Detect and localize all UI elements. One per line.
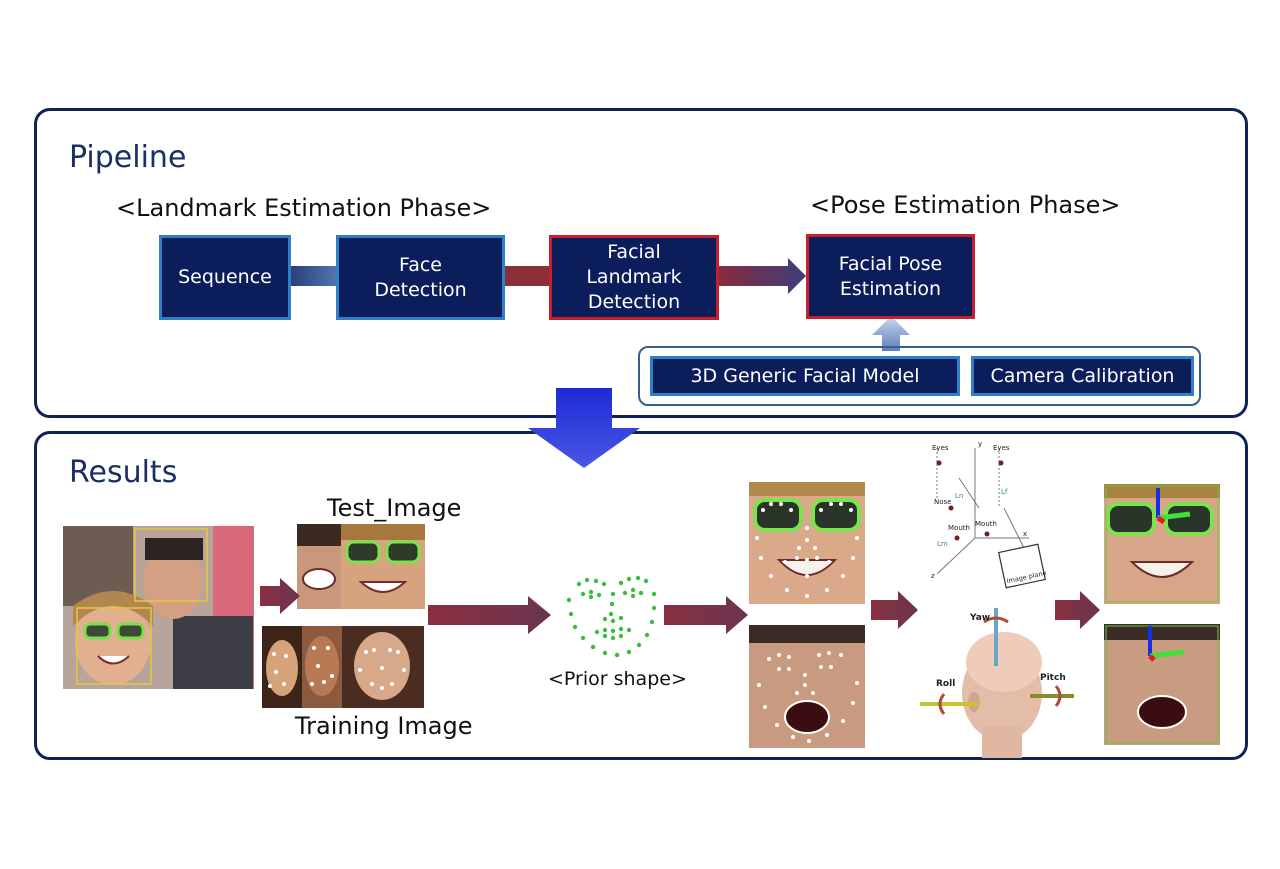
roll-label: Roll xyxy=(936,679,955,689)
axes-label-eyes-2: Eyes xyxy=(993,444,1010,452)
input-3d-model: 3D Generic Facial Model xyxy=(650,356,960,396)
arrow-model-to-output xyxy=(1055,591,1100,629)
head-rotation-figure: Yaw Roll Pitch xyxy=(920,608,1074,758)
step-pose-estimation-label: Facial Pose Estimation xyxy=(838,252,943,300)
pipeline-connectors xyxy=(290,258,910,351)
fitted-face-2 xyxy=(749,625,865,748)
arrow-test-to-prior xyxy=(428,596,551,634)
axes-label-mouth-2: Mouth xyxy=(975,520,997,528)
arrow-photo-to-test xyxy=(260,578,300,614)
input-camera-calibration-label: Camera Calibration xyxy=(990,364,1175,387)
connector-face-landmark xyxy=(504,266,551,286)
axes-label-ln: Ln xyxy=(955,492,963,500)
axes-diagram: Eyes Eyes Nose Mouth Mouth y x z Lm Lf L… xyxy=(931,440,1047,589)
axes-label-y: y xyxy=(978,440,982,448)
training-image-label: Training Image xyxy=(295,712,473,740)
axes-label-x: x xyxy=(1023,530,1027,538)
test-image-1 xyxy=(297,524,341,609)
step-sequence-label: Sequence xyxy=(178,266,272,288)
results-title: Results xyxy=(69,455,178,490)
pipeline-title: Pipeline xyxy=(69,140,187,175)
prior-shape-label: <Prior shape> xyxy=(548,668,687,690)
inputs-group xyxy=(638,346,1201,406)
step-pose-estimation: Facial Pose Estimation xyxy=(806,234,975,319)
arrow-up-inputs xyxy=(872,316,910,351)
output-pose-1 xyxy=(1104,484,1220,604)
training-images xyxy=(262,626,424,708)
arrow-landmark-pose xyxy=(718,258,806,294)
group-photo xyxy=(63,526,254,689)
axes-label-nose: Nose xyxy=(934,498,951,506)
axes-label-z: z xyxy=(931,572,935,580)
arrow-prior-to-fitted xyxy=(664,596,748,634)
pose-phase-label: <Pose Estimation Phase> xyxy=(810,191,1121,219)
landmark-phase-label: <Landmark Estimation Phase> xyxy=(116,194,492,222)
step-landmark-detection-label: Facial Landmark Detection xyxy=(586,241,682,313)
arrow-fitted-to-model xyxy=(871,591,918,629)
yaw-label: Yaw xyxy=(969,613,990,623)
fitted-face-1 xyxy=(749,482,865,604)
test-image-2 xyxy=(341,524,425,609)
step-landmark-detection: Facial Landmark Detection xyxy=(549,235,719,320)
input-3d-model-label: 3D Generic Facial Model xyxy=(690,364,920,387)
input-camera-calibration: Camera Calibration xyxy=(971,356,1194,396)
connector-sequence-face xyxy=(290,266,338,286)
output-pose-2 xyxy=(1104,624,1220,745)
axes-label-lf: Lf xyxy=(1001,488,1008,496)
axes-label-mouth-1: Mouth xyxy=(948,524,970,532)
step-face-detection-label: Face Detection xyxy=(374,253,467,301)
axes-label-lm: Lm xyxy=(937,540,948,548)
axes-label-eyes-1: Eyes xyxy=(932,444,949,452)
prior-shape xyxy=(566,575,657,658)
test-image-label: Test_Image xyxy=(327,494,462,522)
step-sequence: Sequence xyxy=(159,235,291,320)
pitch-label: Pitch xyxy=(1040,673,1066,683)
step-face-detection: Face Detection xyxy=(336,235,505,320)
